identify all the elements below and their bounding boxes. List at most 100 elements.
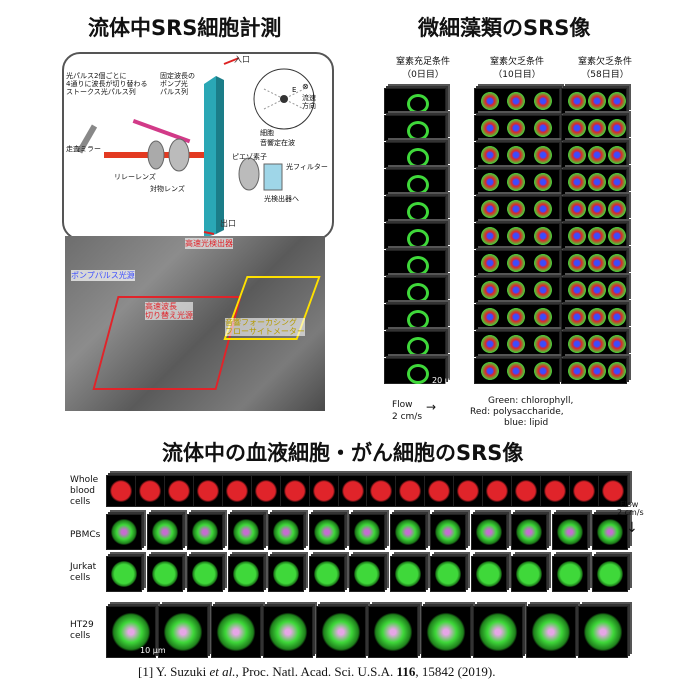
label-stokes-pulses: 光パルス2個ごとに 4通りに波長が切り替わる ストークス光パルス列 bbox=[66, 72, 148, 96]
algae-col-2-line1: 窒素欠乏条件 bbox=[577, 57, 632, 67]
algae-cell-image bbox=[561, 223, 627, 249]
algae-col-1: 窒素欠乏条件 （10日目） bbox=[472, 54, 562, 80]
reference-etal: et al. bbox=[209, 664, 236, 679]
label-objective: 対物レンズ bbox=[150, 185, 185, 193]
algae-cell-image bbox=[384, 331, 446, 357]
algae-cell-image bbox=[384, 88, 446, 114]
blood-cell-image bbox=[308, 514, 345, 550]
blood-cell-image bbox=[395, 475, 426, 507]
algae-cell-image bbox=[474, 304, 560, 330]
blood-cell-image bbox=[569, 475, 600, 507]
label-pump-source: ポンプパルス光源 bbox=[71, 270, 135, 281]
algae-cell-image bbox=[474, 277, 560, 303]
reference-volume: 116 bbox=[396, 664, 416, 679]
optical-setup-diagram: 入口 出口 光パルス2個ごとに 4通りに波長が切り替わる ストークス光パルス列 … bbox=[62, 52, 334, 240]
algae-cell-image bbox=[561, 250, 627, 276]
algae-col-2: 窒素欠乏条件 （58日目） bbox=[560, 54, 650, 80]
blood-cell-image bbox=[192, 475, 223, 507]
label-wavelength-switcher: 高速波長 切り替え光源 bbox=[145, 302, 193, 320]
blood-cell-image bbox=[227, 556, 264, 592]
blood-cell-image bbox=[592, 556, 628, 592]
flow-axis-icon: ⊗ bbox=[302, 82, 309, 91]
blood-cell-image bbox=[187, 514, 223, 550]
reference-rest: , 15842 (2019). bbox=[415, 664, 496, 679]
cell-dot bbox=[280, 95, 288, 103]
blood-cell-image bbox=[551, 556, 588, 592]
blood-cell-image bbox=[315, 606, 366, 658]
blood-cell-image bbox=[158, 606, 209, 658]
algae-cell-image bbox=[384, 142, 446, 168]
algae-col-0: 窒素充足条件 （0日目） bbox=[378, 54, 468, 80]
label-flow-direction: 流速 方向 bbox=[302, 94, 316, 110]
blood-cell-image bbox=[551, 514, 588, 550]
label-piezo: ピエゾ素子 bbox=[232, 153, 267, 161]
algae-cell-image bbox=[384, 115, 446, 141]
blood-cell-image bbox=[268, 556, 304, 592]
flow-channel bbox=[204, 76, 216, 238]
label-inlet: 入口 bbox=[234, 55, 250, 64]
algae-col-2-line2: （58日目） bbox=[581, 70, 629, 80]
outlet-arrow bbox=[203, 231, 215, 235]
algae-cell-image bbox=[384, 358, 446, 384]
label-cell: 細胞 bbox=[260, 129, 274, 137]
blood-cell-image bbox=[511, 475, 542, 507]
algae-cell-image bbox=[474, 196, 560, 222]
blood-cell-image bbox=[578, 606, 628, 658]
algae-cell-image bbox=[561, 115, 627, 141]
blood-flow-label: Flow bbox=[620, 500, 639, 509]
stokes-beam bbox=[132, 119, 191, 144]
blood-cell-image bbox=[279, 475, 310, 507]
blood-cell-image bbox=[337, 475, 368, 507]
blood-cell-image bbox=[308, 475, 339, 507]
blood-scale-label: 10 µm bbox=[140, 646, 166, 655]
relay-lens-shape bbox=[147, 140, 165, 170]
flow-channel-side bbox=[216, 76, 224, 234]
algae-legend-red: Red: polysaccharide, bbox=[470, 407, 564, 417]
label-outlet: 出口 bbox=[220, 219, 236, 228]
algae-legend-green: Green: chlorophyll, bbox=[488, 396, 574, 406]
blood-cell-image bbox=[221, 475, 252, 507]
label-fast-detector: 高速光検出器 bbox=[185, 238, 233, 249]
blood-cell-image bbox=[453, 475, 484, 507]
algae-flow-arrow: → bbox=[426, 400, 437, 414]
algae-cell-image bbox=[561, 196, 627, 222]
row-label-ht29: HT29 cells bbox=[70, 620, 94, 641]
algae-cell-image bbox=[561, 169, 627, 195]
algae-col-0-line2: （0日目） bbox=[402, 70, 444, 80]
blood-cell-image bbox=[187, 556, 223, 592]
optical-filter-shape bbox=[263, 163, 283, 191]
blood-cell-image bbox=[263, 606, 314, 658]
algae-cell-image bbox=[474, 223, 560, 249]
algae-cell-image bbox=[474, 169, 560, 195]
algae-col-1-line2: （10日目） bbox=[493, 70, 541, 80]
label-scan-mirror: 走査ミラー bbox=[66, 145, 101, 153]
blood-flow-arrow-icon: ↓ bbox=[626, 520, 638, 536]
algae-cell-image bbox=[561, 142, 627, 168]
algae-cell-image bbox=[561, 88, 627, 114]
blood-cell-image bbox=[134, 475, 165, 507]
reference-prefix: [1] Y. Suzuki bbox=[138, 664, 210, 679]
blood-cell-image bbox=[389, 514, 426, 550]
algae-col-0-line1: 窒素充足条件 bbox=[395, 57, 450, 67]
inlet-arrow bbox=[223, 57, 240, 65]
blood-cell-image bbox=[106, 556, 142, 592]
algae-cell-image bbox=[384, 223, 446, 249]
blood-cell-image bbox=[368, 606, 419, 658]
collection-lens-shape bbox=[238, 157, 260, 191]
row-label-pbmc: PBMCs bbox=[70, 530, 101, 540]
algae-cell-image bbox=[474, 250, 560, 276]
blood-cell-image bbox=[163, 475, 194, 507]
reference-journal: , Proc. Natl. Acad. Sci. U.S.A. bbox=[235, 664, 397, 679]
algae-flow-speed: 2 cm/s bbox=[392, 412, 423, 422]
blood-cell-image bbox=[511, 514, 547, 550]
blood-cell-image bbox=[146, 514, 183, 550]
blood-cell-image bbox=[592, 514, 628, 550]
algae-col-1-line1: 窒素欠乏条件 bbox=[489, 57, 544, 67]
algae-scale-label: 20 µm bbox=[432, 376, 458, 385]
algae-cell-image bbox=[474, 358, 560, 384]
label-to-detector: 光検出器へ bbox=[264, 195, 299, 203]
algae-legend-blue: blue: lipid bbox=[504, 418, 549, 428]
blood-cell-image bbox=[106, 606, 156, 658]
field-axis-label: E bbox=[292, 86, 297, 94]
optical-setup-svg bbox=[76, 57, 315, 238]
